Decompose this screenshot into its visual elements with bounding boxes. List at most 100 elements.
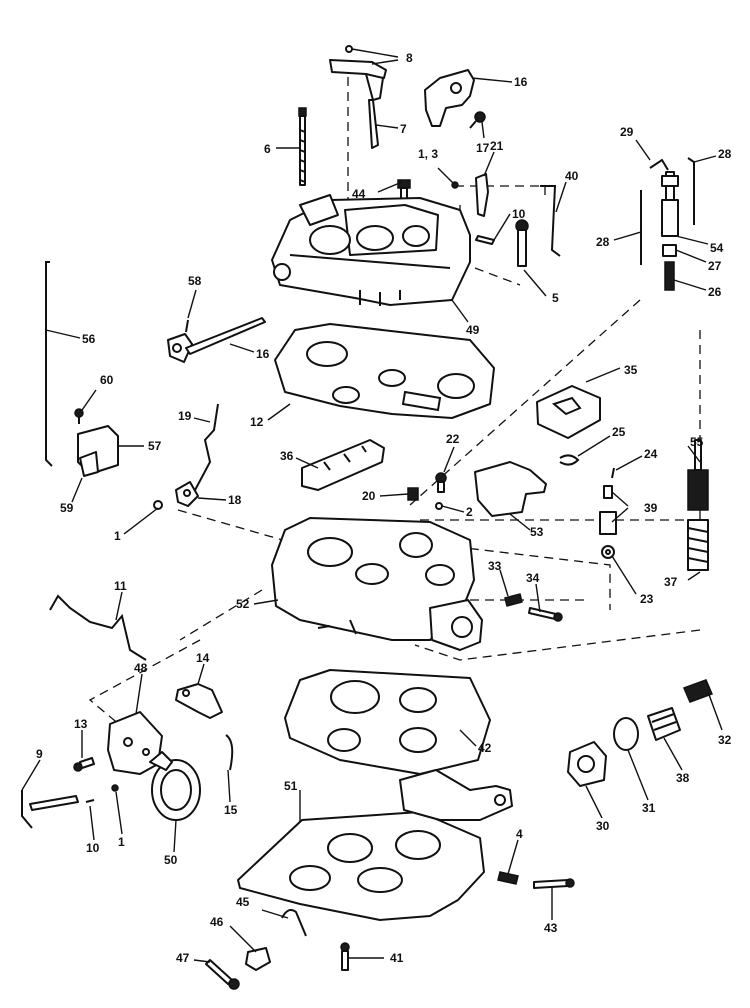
power-piston-55 — [687, 439, 709, 511]
long-screw-6 — [298, 107, 307, 186]
washer-1a — [153, 500, 163, 510]
callout-c31: 31 — [642, 801, 656, 815]
callout-c26: 26 — [708, 285, 722, 299]
callout-c1b: 1 — [118, 835, 125, 849]
callout-c28b: 28 — [596, 235, 610, 249]
callout-c6: 6 — [264, 142, 271, 156]
callout-c60: 60 — [100, 373, 114, 387]
inlet-nut-30 — [567, 741, 607, 787]
callout-c14: 14 — [196, 651, 210, 665]
lever-16 — [167, 317, 266, 363]
callout-c48: 48 — [134, 661, 148, 675]
callout-c35: 35 — [624, 363, 638, 377]
callout-c10b: 10 — [86, 841, 100, 855]
callout-c21: 21 — [490, 139, 504, 153]
screw-22 — [435, 472, 447, 493]
callout-c17: 17 — [476, 141, 490, 155]
screw-5 — [515, 219, 529, 267]
callout-c28a: 28 — [718, 147, 732, 161]
callout-c52: 52 — [236, 597, 250, 611]
callout-c29: 29 — [620, 125, 634, 139]
screw-13 — [73, 757, 95, 772]
callout-c36: 36 — [280, 449, 294, 463]
callout-c50: 50 — [164, 853, 178, 867]
screw-43 — [533, 878, 575, 889]
callout-c19: 19 — [178, 409, 192, 423]
callout-c59: 59 — [60, 501, 74, 515]
lever-46 — [245, 947, 271, 971]
spring-4 — [497, 871, 519, 885]
callout-c39: 39 — [644, 501, 658, 515]
lever-9 — [21, 790, 79, 829]
callout-c4: 4 — [516, 827, 523, 841]
callout-c34: 34 — [526, 571, 540, 585]
air-horn-49 — [271, 194, 471, 306]
pump-assembly-54 — [661, 171, 679, 237]
gasket-12 — [274, 323, 495, 419]
cover-35 — [536, 385, 601, 439]
callout-c40: 40 — [565, 169, 579, 183]
callout-c51: 51 — [284, 779, 298, 793]
callout-labels: 8 16 7 6 17 21 1, 3 29 28 44 40 10 28 54… — [36, 51, 732, 965]
callout-c41: 41 — [390, 951, 404, 965]
screw-47 — [205, 959, 240, 990]
callout-c32: 32 — [718, 733, 732, 747]
callout-c38: 38 — [676, 771, 690, 785]
plug-20 — [407, 487, 419, 501]
callout-c46: 46 — [210, 915, 224, 929]
callout-c24: 24 — [644, 447, 658, 461]
spring-32 — [682, 679, 714, 703]
screw-17 — [469, 111, 486, 129]
callout-c23: 23 — [640, 592, 654, 606]
callout-c22: 22 — [446, 432, 460, 446]
cup-27 — [662, 244, 677, 257]
callout-c57: 57 — [148, 439, 162, 453]
callout-c53: 53 — [530, 525, 544, 539]
callout-c30: 30 — [596, 819, 610, 833]
callout-c20: 20 — [362, 489, 376, 503]
lever-14 — [175, 683, 223, 719]
clip-21 — [475, 173, 489, 217]
rod-40 — [540, 185, 561, 257]
callout-c25: 25 — [612, 425, 626, 439]
callout-c9: 9 — [36, 747, 43, 761]
gasket-31 — [613, 717, 639, 751]
callout-c58: 58 — [188, 274, 202, 288]
screw-58 — [185, 319, 189, 333]
lever-18 — [175, 481, 199, 507]
screw-34 — [528, 607, 563, 622]
callout-c5: 5 — [552, 291, 559, 305]
air-horn-gasket-16 — [424, 69, 475, 127]
check-2 — [435, 502, 443, 510]
callout-c10a: 10 — [512, 207, 526, 221]
spring-26 — [664, 261, 675, 291]
clip-1b — [111, 784, 119, 792]
clip-25 — [559, 454, 580, 466]
callout-c2: 2 — [466, 505, 473, 519]
callout-c42: 42 — [478, 741, 492, 755]
spring-37 — [687, 519, 709, 571]
callout-c7: 7 — [400, 122, 407, 136]
leader-lines — [21, 48, 723, 963]
rod-11 — [49, 594, 147, 661]
callout-c43: 43 — [544, 921, 558, 935]
callout-c49: 49 — [466, 323, 480, 337]
screw-41 — [340, 942, 350, 971]
callout-c47: 47 — [176, 951, 190, 965]
spring-45 — [281, 909, 307, 937]
pin-10 — [475, 235, 495, 245]
filter-38 — [647, 707, 681, 741]
baffle-36 — [301, 439, 385, 491]
callout-c33: 33 — [488, 559, 502, 573]
clip-29 — [649, 158, 669, 171]
float-bowl-52 — [271, 517, 483, 651]
choke-rod-7 — [368, 99, 379, 149]
vacuum-break-50 — [149, 751, 201, 821]
callout-c37: 37 — [664, 575, 678, 589]
callout-c44: 44 — [352, 187, 366, 201]
gasket-23 — [601, 545, 615, 559]
callout-c1a: 1 — [114, 529, 121, 543]
spring-33 — [504, 593, 523, 607]
callout-c18: 18 — [228, 493, 242, 507]
